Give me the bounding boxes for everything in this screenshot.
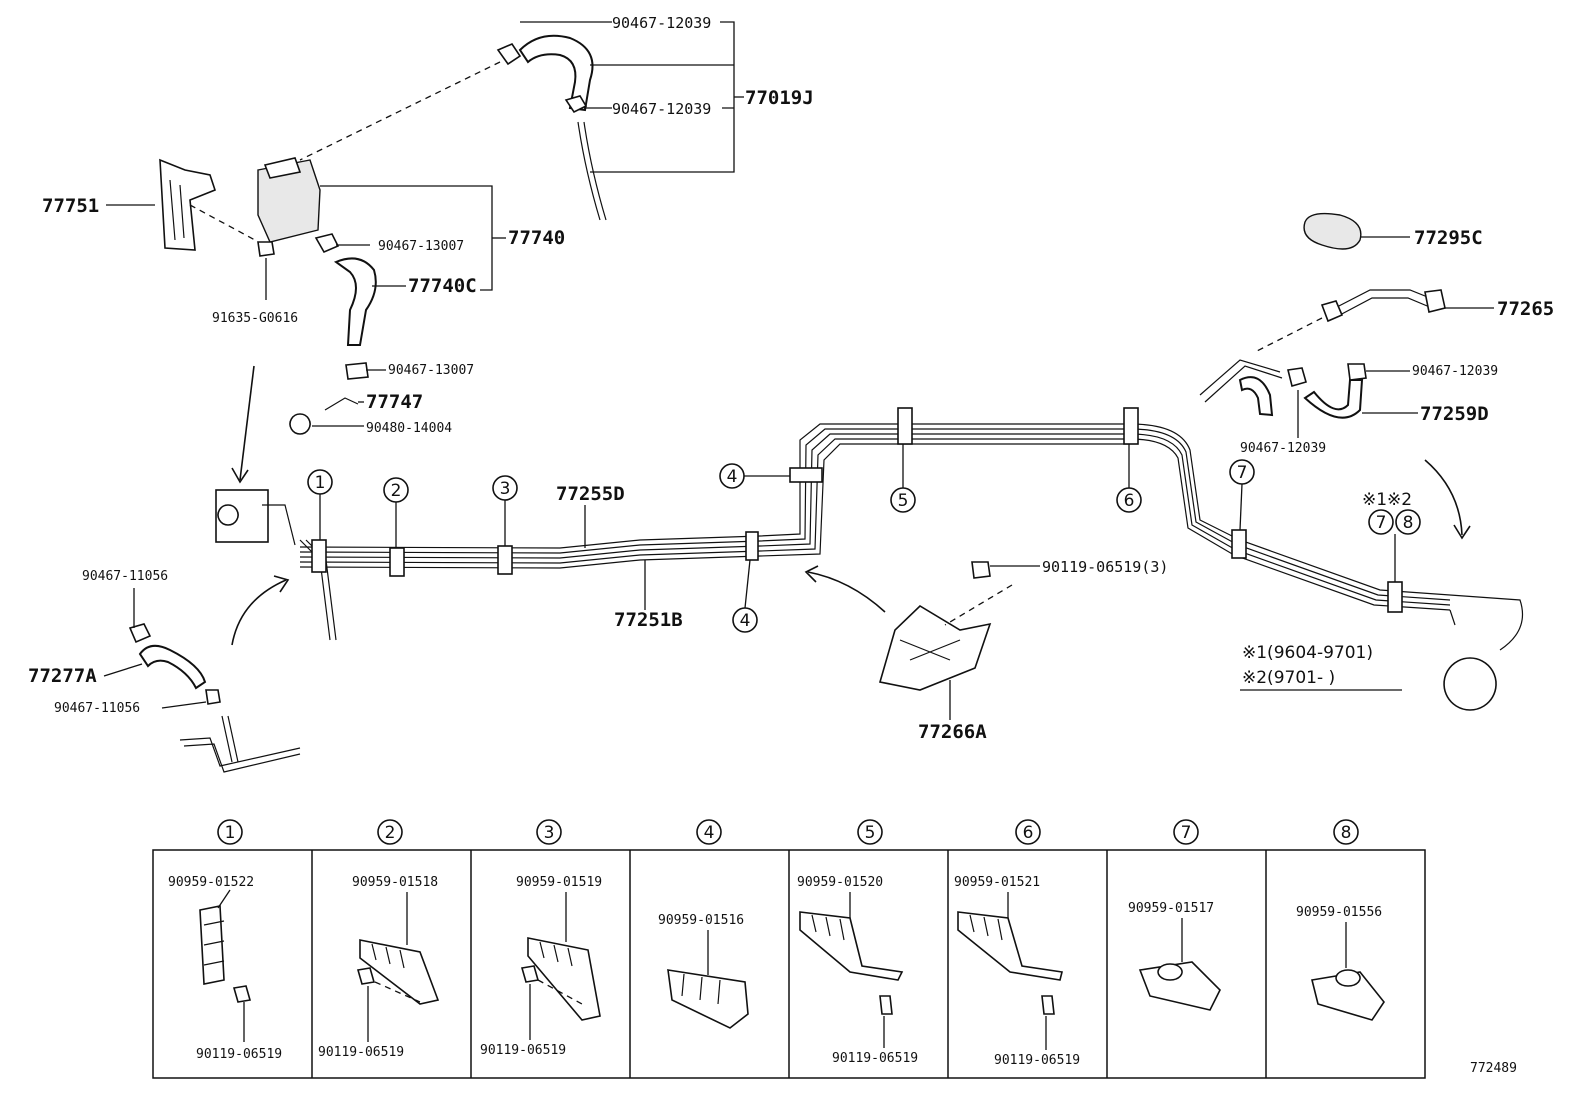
table-header-3: 3	[536, 819, 562, 845]
pipe-77265	[1254, 289, 1446, 353]
label-77740C: 77740C	[408, 275, 477, 297]
svg-text:5: 5	[865, 823, 876, 843]
table-header-4: 4	[696, 819, 722, 845]
marker-3: 3	[492, 475, 518, 546]
table-header-6: 6	[1015, 819, 1041, 845]
table-header-1: 1	[217, 819, 243, 845]
svg-text:7: 7	[1376, 513, 1387, 533]
label-90467-12039-lower: 90467-12039	[1240, 441, 1326, 456]
table-header-2: 2	[377, 819, 403, 845]
svg-text:7: 7	[1181, 823, 1192, 843]
hose-77277A	[128, 623, 301, 773]
clamp-2-drawing	[356, 892, 440, 1042]
label-77259D: 77259D	[1420, 403, 1489, 425]
bracket-77751	[159, 158, 275, 257]
clamp-4-part: 90959-01516	[658, 913, 744, 928]
label-91635-G0616: 91635-G0616	[212, 311, 298, 326]
marker-7-8: 7 8	[1368, 509, 1421, 582]
canister-77740	[257, 157, 377, 435]
table-header-8: 8	[1333, 819, 1359, 845]
bolt-5-part: 90119-06519	[832, 1051, 918, 1066]
svg-text:5: 5	[898, 491, 909, 511]
label-77751: 77751	[42, 195, 99, 217]
clamp-1-drawing	[199, 889, 252, 1042]
clamp-5-part: 90959-01520	[797, 875, 883, 890]
label-90467-12039-right: 90467-12039	[1412, 364, 1498, 379]
marker-4-upper: 4	[719, 463, 790, 489]
clamp-7-part: 90959-01517	[1128, 901, 1214, 916]
svg-text:2: 2	[385, 823, 396, 843]
note-line-2: ※2(9701- )	[1242, 668, 1335, 688]
svg-text:2: 2	[391, 481, 402, 501]
label-77266A: 77266A	[918, 721, 987, 743]
clamp-table	[152, 849, 1426, 1079]
svg-text:4: 4	[740, 611, 751, 631]
clamp-8-part: 90959-01556	[1296, 905, 1382, 920]
bracket-77266A	[878, 561, 1013, 691]
clamp-1-part: 90959-01522	[168, 875, 254, 890]
marker-2: 2	[383, 477, 409, 548]
marker-6: 6	[1116, 444, 1142, 513]
svg-text:6: 6	[1023, 823, 1034, 843]
svg-text:1: 1	[315, 473, 326, 493]
clamp-5-drawing	[799, 892, 904, 1048]
hose-77019J-group	[299, 34, 607, 221]
svg-text:6: 6	[1124, 491, 1135, 511]
svg-text:3: 3	[544, 823, 555, 843]
label-77019J: 77019J	[745, 87, 814, 109]
bolt-1-part: 90119-06519	[196, 1047, 282, 1062]
note-line-1: ※1(9604-9701)	[1242, 643, 1373, 663]
clamp-7-drawing	[1138, 918, 1221, 1011]
figure-number: 772489	[1470, 1061, 1517, 1076]
label-77295C: 77295C	[1414, 227, 1483, 249]
label-77277A: 77277A	[28, 665, 97, 687]
label-90467-13007-bottom: 90467-13007	[388, 363, 474, 378]
label-90480-14004: 90480-14004	[366, 421, 452, 436]
label-90119-06519-3: 90119-06519(3)	[1042, 558, 1168, 576]
clamp-2-part: 90959-01518	[352, 875, 438, 890]
bolt-3-part: 90119-06519	[480, 1043, 566, 1058]
label-90467-13007-top: 90467-13007	[378, 239, 464, 254]
svg-text:3: 3	[500, 479, 511, 499]
label-77265: 77265	[1497, 298, 1554, 320]
bolt-2-part: 90119-06519	[318, 1045, 404, 1060]
marker-5: 5	[890, 444, 916, 513]
label-77251B: 77251B	[614, 609, 683, 631]
label-90467-11056-bottom: 90467-11056	[54, 701, 140, 716]
label-77740: 77740	[508, 227, 565, 249]
svg-text:7: 7	[1237, 463, 1248, 483]
pipe-assembly	[215, 407, 1524, 711]
clamp-3-part: 90959-01519	[516, 875, 602, 890]
hose-77259D	[1199, 359, 1367, 419]
clamp-3-drawing	[520, 892, 601, 1040]
label-77747: 77747	[366, 391, 423, 413]
marker-7: 7	[1229, 459, 1255, 531]
note-marks: ※1※2	[1362, 490, 1412, 510]
clamp-6-drawing	[957, 892, 1063, 1050]
marker-1: 1	[307, 469, 333, 540]
svg-text:8: 8	[1403, 513, 1414, 533]
table-header-5: 5	[857, 819, 883, 845]
bolt-6-part: 90119-06519	[994, 1053, 1080, 1068]
grommet-77295C	[1303, 212, 1362, 250]
clamp-4-drawing	[667, 930, 749, 1029]
svg-text:8: 8	[1341, 823, 1352, 843]
label-90467-12039-mid: 90467-12039	[612, 100, 711, 118]
svg-text:4: 4	[704, 823, 715, 843]
table-header-7: 7	[1173, 819, 1199, 845]
svg-text:4: 4	[727, 467, 738, 487]
clamp-6-part: 90959-01521	[954, 875, 1040, 890]
label-77255D: 77255D	[556, 483, 625, 505]
svg-text:1: 1	[225, 823, 236, 843]
label-90467-12039-top: 90467-12039	[612, 14, 711, 32]
marker-4-lower: 4	[732, 559, 758, 633]
clamp-8-drawing	[1311, 922, 1385, 1021]
label-90467-11056-top: 90467-11056	[82, 569, 168, 584]
